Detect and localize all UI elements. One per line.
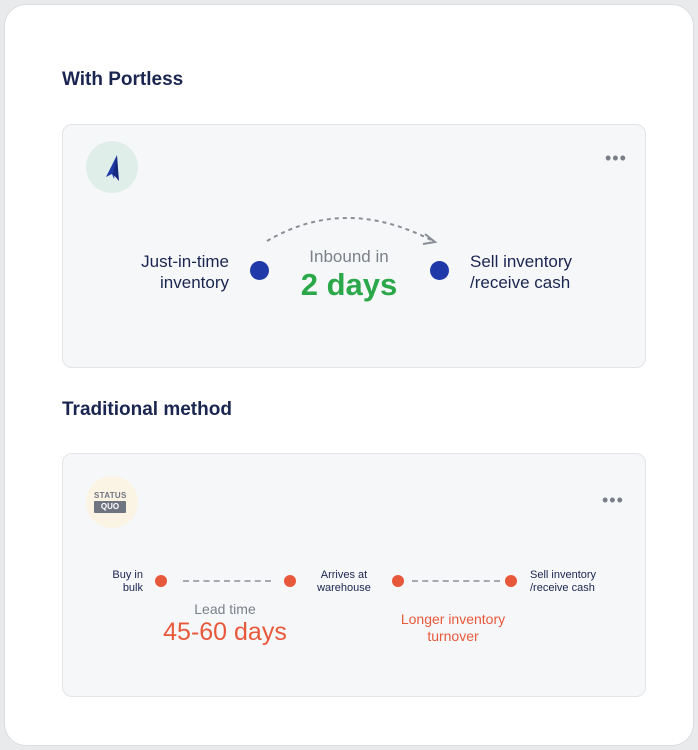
sell-receive-label: Sell inventory /receive cash <box>530 569 630 595</box>
jit-label-line1: Just-in-time <box>141 252 229 271</box>
turnover-line1: Longer inventory <box>400 611 506 627</box>
arrives-dot <box>284 575 296 587</box>
buy-bulk-label: Buy in bulk <box>91 569 143 595</box>
arrives-dot-2 <box>392 575 404 587</box>
jit-inventory-label: Just-in-time inventory <box>119 251 229 293</box>
status-quo-logo-icon: STATUS QUO <box>86 476 138 528</box>
sell-cash-line1: Sell inventory <box>530 569 597 581</box>
buy-label-line2: bulk <box>122 582 143 594</box>
turnover-line2: turnover <box>427 628 479 644</box>
buy-label-line1: Buy in <box>112 569 143 581</box>
portless-logo-icon <box>86 141 138 193</box>
longer-turnover-label: Longer inventory turnover <box>383 611 523 645</box>
lead-time-value: 45-60 days <box>163 618 287 646</box>
status-badge-top: STATUS <box>94 491 127 500</box>
lead-dash-line <box>183 580 271 582</box>
buy-dot <box>155 575 167 587</box>
jit-label-line2: inventory <box>160 273 229 292</box>
inbound-label: Inbound in <box>309 247 389 266</box>
sell-dot <box>505 575 517 587</box>
curved-dashed-arrow-icon <box>266 217 438 245</box>
traditional-card: STATUS QUO ••• Buy in bulk Arrives at wa… <box>62 453 646 697</box>
sell-inventory-label: Sell inventory /receive cash <box>470 251 620 293</box>
arrives-label-line1: Arrives at <box>320 569 368 581</box>
section-title-traditional: Traditional method <box>62 399 232 420</box>
portless-card: ••• Just-in-time inventory Inbound in 2 … <box>62 124 646 368</box>
lead-time-label: Lead time <box>194 601 256 617</box>
sell-label-line2: /receive cash <box>470 273 571 292</box>
sell-cash-line2: /receive cash <box>530 582 595 594</box>
status-badge-bottom: QUO <box>94 501 126 513</box>
arrives-warehouse-label: Arrives at warehouse <box>309 569 379 595</box>
sell-dot <box>430 261 449 280</box>
jit-dot <box>250 261 269 280</box>
turnover-dash-line <box>412 580 500 582</box>
main-panel: With Portless ••• Just-in-time inventory… <box>4 4 694 746</box>
sell-label-line1: Sell inventory <box>470 252 573 271</box>
inbound-days-value: 2 days <box>300 267 398 302</box>
arrives-label-line2: warehouse <box>317 582 371 594</box>
more-options-icon[interactable]: ••• <box>602 490 624 510</box>
more-options-icon[interactable]: ••• <box>605 148 627 168</box>
section-title-portless: With Portless <box>62 69 184 90</box>
